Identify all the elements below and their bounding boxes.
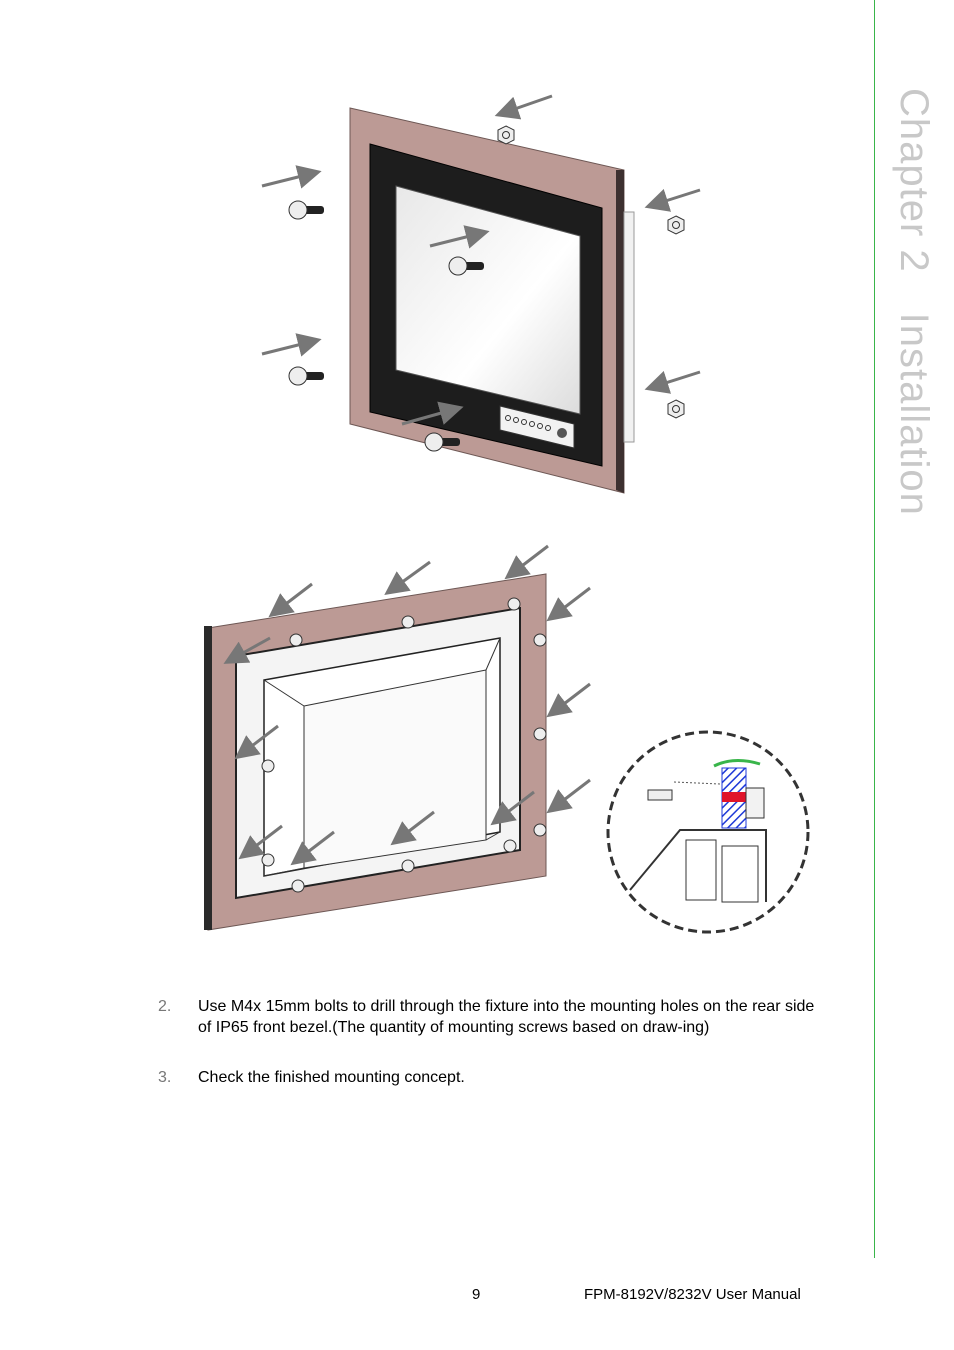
bolt-icons [288, 200, 484, 452]
page-number: 9 [472, 1286, 481, 1303]
manual-title: FPM-8192V/8232V User Manual [584, 1286, 801, 1303]
step-text: Check the finished mounting concept. [198, 1069, 465, 1086]
instruction-steps: 2. Use M4x 15mm bolts to drill through t… [158, 996, 818, 1117]
step-number: 2. [158, 998, 172, 1015]
step-text: Use M4x 15mm bolts to drill through the … [198, 998, 815, 1036]
sidebar-divider [874, 0, 875, 1258]
step-number: 3. [158, 1069, 172, 1086]
front-mount-diagram [261, 94, 701, 494]
rear-mount-diagram [204, 544, 810, 934]
chapter-label: Chapter 2 [892, 88, 936, 273]
step-item: 3. Check the finished mounting concept. [158, 1067, 818, 1088]
step-item: 2. Use M4x 15mm bolts to drill through t… [158, 996, 818, 1038]
nut-icons [497, 125, 685, 419]
chapter-tab: Chapter 2 Installation [892, 88, 936, 516]
section-label: Installation [892, 312, 936, 516]
rear-direction-arrows [223, 544, 591, 866]
detail-callout [606, 730, 810, 934]
control-buttons [499, 405, 575, 449]
direction-arrows [261, 94, 701, 426]
panel-edge [616, 170, 624, 493]
rear-bolt-icons [261, 597, 547, 893]
